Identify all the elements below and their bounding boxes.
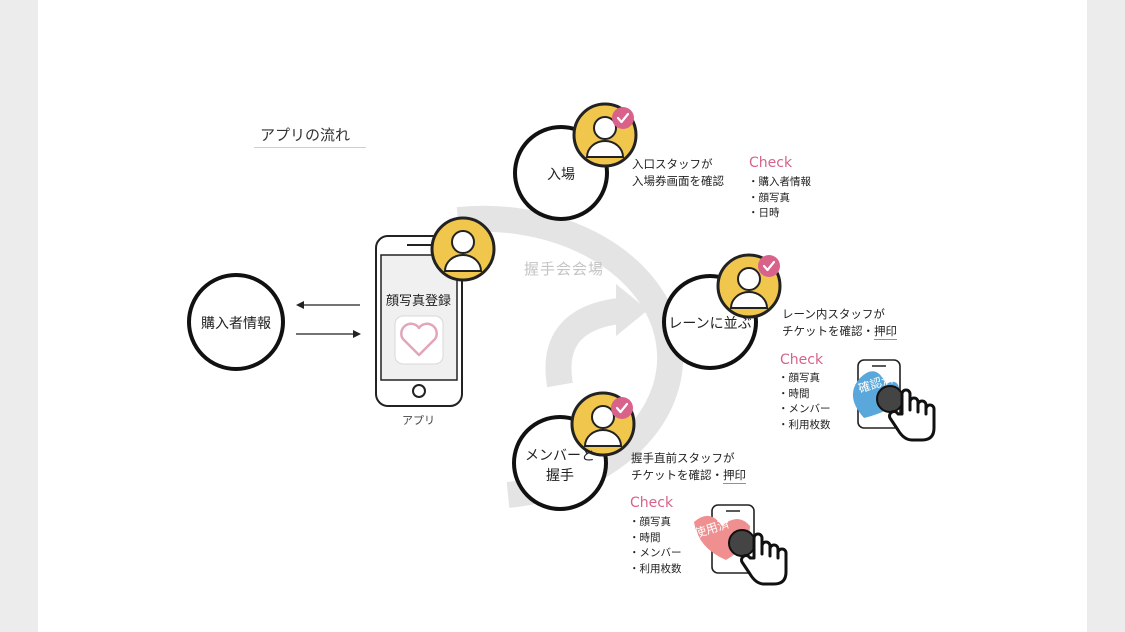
step3-label-line1: メンバーと <box>525 448 595 464</box>
phone-avatar-icon <box>430 216 496 282</box>
step3-check-list: ・顔写真 ・時間 ・メンバー ・利用枚数 <box>629 515 682 577</box>
step3-label-line2: 握手 <box>546 468 574 484</box>
check-item: ・顔写真 <box>778 372 820 384</box>
step1-staff-line2: 入場券画面を確認 <box>632 174 724 188</box>
step2-check-icon <box>756 253 782 279</box>
check-item: ・メンバー <box>778 403 831 415</box>
diagram-graphics: 確認済 使用済 <box>187 102 936 586</box>
buyer-info-label: 購入者情報 <box>201 316 271 332</box>
step1-staff-line1: 入口スタッフが <box>632 157 713 171</box>
title-underline <box>254 147 366 148</box>
step1-check-title: Check <box>749 155 793 171</box>
check-item: ・購入者情報 <box>748 176 811 188</box>
check-item: ・時間 <box>629 531 661 544</box>
flow-diagram: 確認済 使用済 アプリの流れ 握手会会場 購入者情報 顔写真登録 アプリ 入場 … <box>38 0 1087 632</box>
phone-illustration <box>375 235 463 407</box>
step2-staff-line2: チケットを確認・ <box>782 324 874 338</box>
step3-stamp-word: 押印 <box>723 468 746 484</box>
step2-staff-line1: レーン内スタッフが <box>782 307 885 321</box>
step3-check-icon <box>609 395 635 421</box>
exchange-arrows <box>296 301 361 338</box>
step3-staff-text: 握手直前スタッフが チケットを確認・押印 <box>631 450 746 484</box>
check-item: ・利用枚数 <box>629 562 682 575</box>
check-item: ・利用枚数 <box>778 418 831 431</box>
step1-check-list: ・購入者情報 ・顔写真 ・日時 <box>748 175 811 222</box>
step1-staff-text: 入口スタッフが 入場券画面を確認 <box>632 156 724 190</box>
page-title: アプリの流れ <box>260 126 351 144</box>
check-item: ・顔写真 <box>748 191 790 204</box>
check-item: ・時間 <box>778 387 810 400</box>
stamp-used-illustration: 使用済 <box>692 504 788 586</box>
step2-check-list: ・顔写真 ・時間 ・メンバー ・利用枚数 <box>778 371 831 433</box>
step3-staff-line1: 握手直前スタッフが <box>631 451 735 465</box>
step2-stamp-word: 押印 <box>874 324 897 340</box>
step1-check-icon <box>610 105 636 131</box>
phone-caption: アプリ <box>402 414 435 427</box>
step-handshake-label: メンバーと 握手 <box>514 446 606 486</box>
step2-staff-text: レーン内スタッフが チケットを確認・押印 <box>782 306 897 340</box>
step2-check-title: Check <box>780 352 824 368</box>
step3-check-title: Check <box>630 495 674 511</box>
check-item: ・メンバー <box>629 547 682 559</box>
buyer-info-node <box>187 273 285 371</box>
phone-screen-title: 顔写真登録 <box>386 294 452 309</box>
venue-label: 握手会会場 <box>524 260 605 278</box>
check-item: ・顔写真 <box>629 516 671 528</box>
step-entrance-label: 入場 <box>547 167 575 183</box>
stamp-confirmed-illustration: 確認済 <box>852 359 936 442</box>
step-lane-label: レーンに並ぶ <box>668 316 752 332</box>
check-item: ・日時 <box>748 207 780 219</box>
step3-staff-line2: チケットを確認・ <box>631 468 723 482</box>
